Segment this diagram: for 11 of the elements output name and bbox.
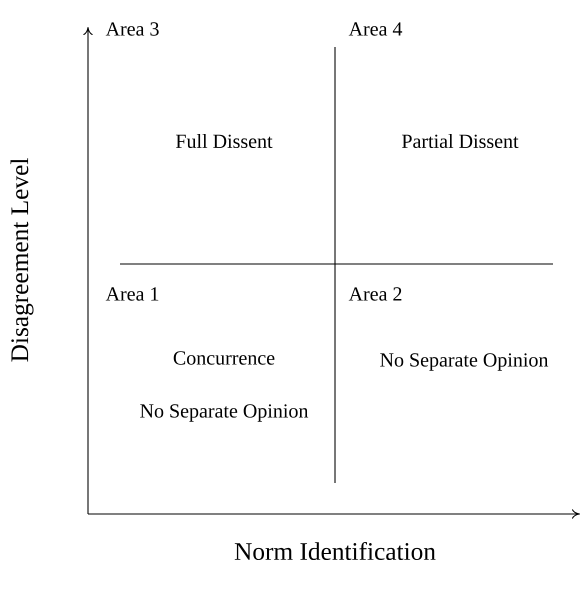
quadrant-label: Full Dissent xyxy=(176,134,272,148)
area-label: Area 3 xyxy=(106,22,159,36)
axis-label: Disagreement Level xyxy=(10,158,34,362)
axis-label: Norm Identification xyxy=(234,542,436,560)
quadrant-label: No Separate Opinion xyxy=(380,353,548,371)
area-label: Area 2 xyxy=(348,287,402,301)
quadrant-label: Partial Dissent xyxy=(402,134,518,148)
area-label: Area 1 xyxy=(106,287,158,301)
quadrant-label: No Separate Opinion xyxy=(140,404,308,422)
quadrant-label: Concurrence xyxy=(174,351,274,365)
area-label: Area 4 xyxy=(348,22,402,36)
